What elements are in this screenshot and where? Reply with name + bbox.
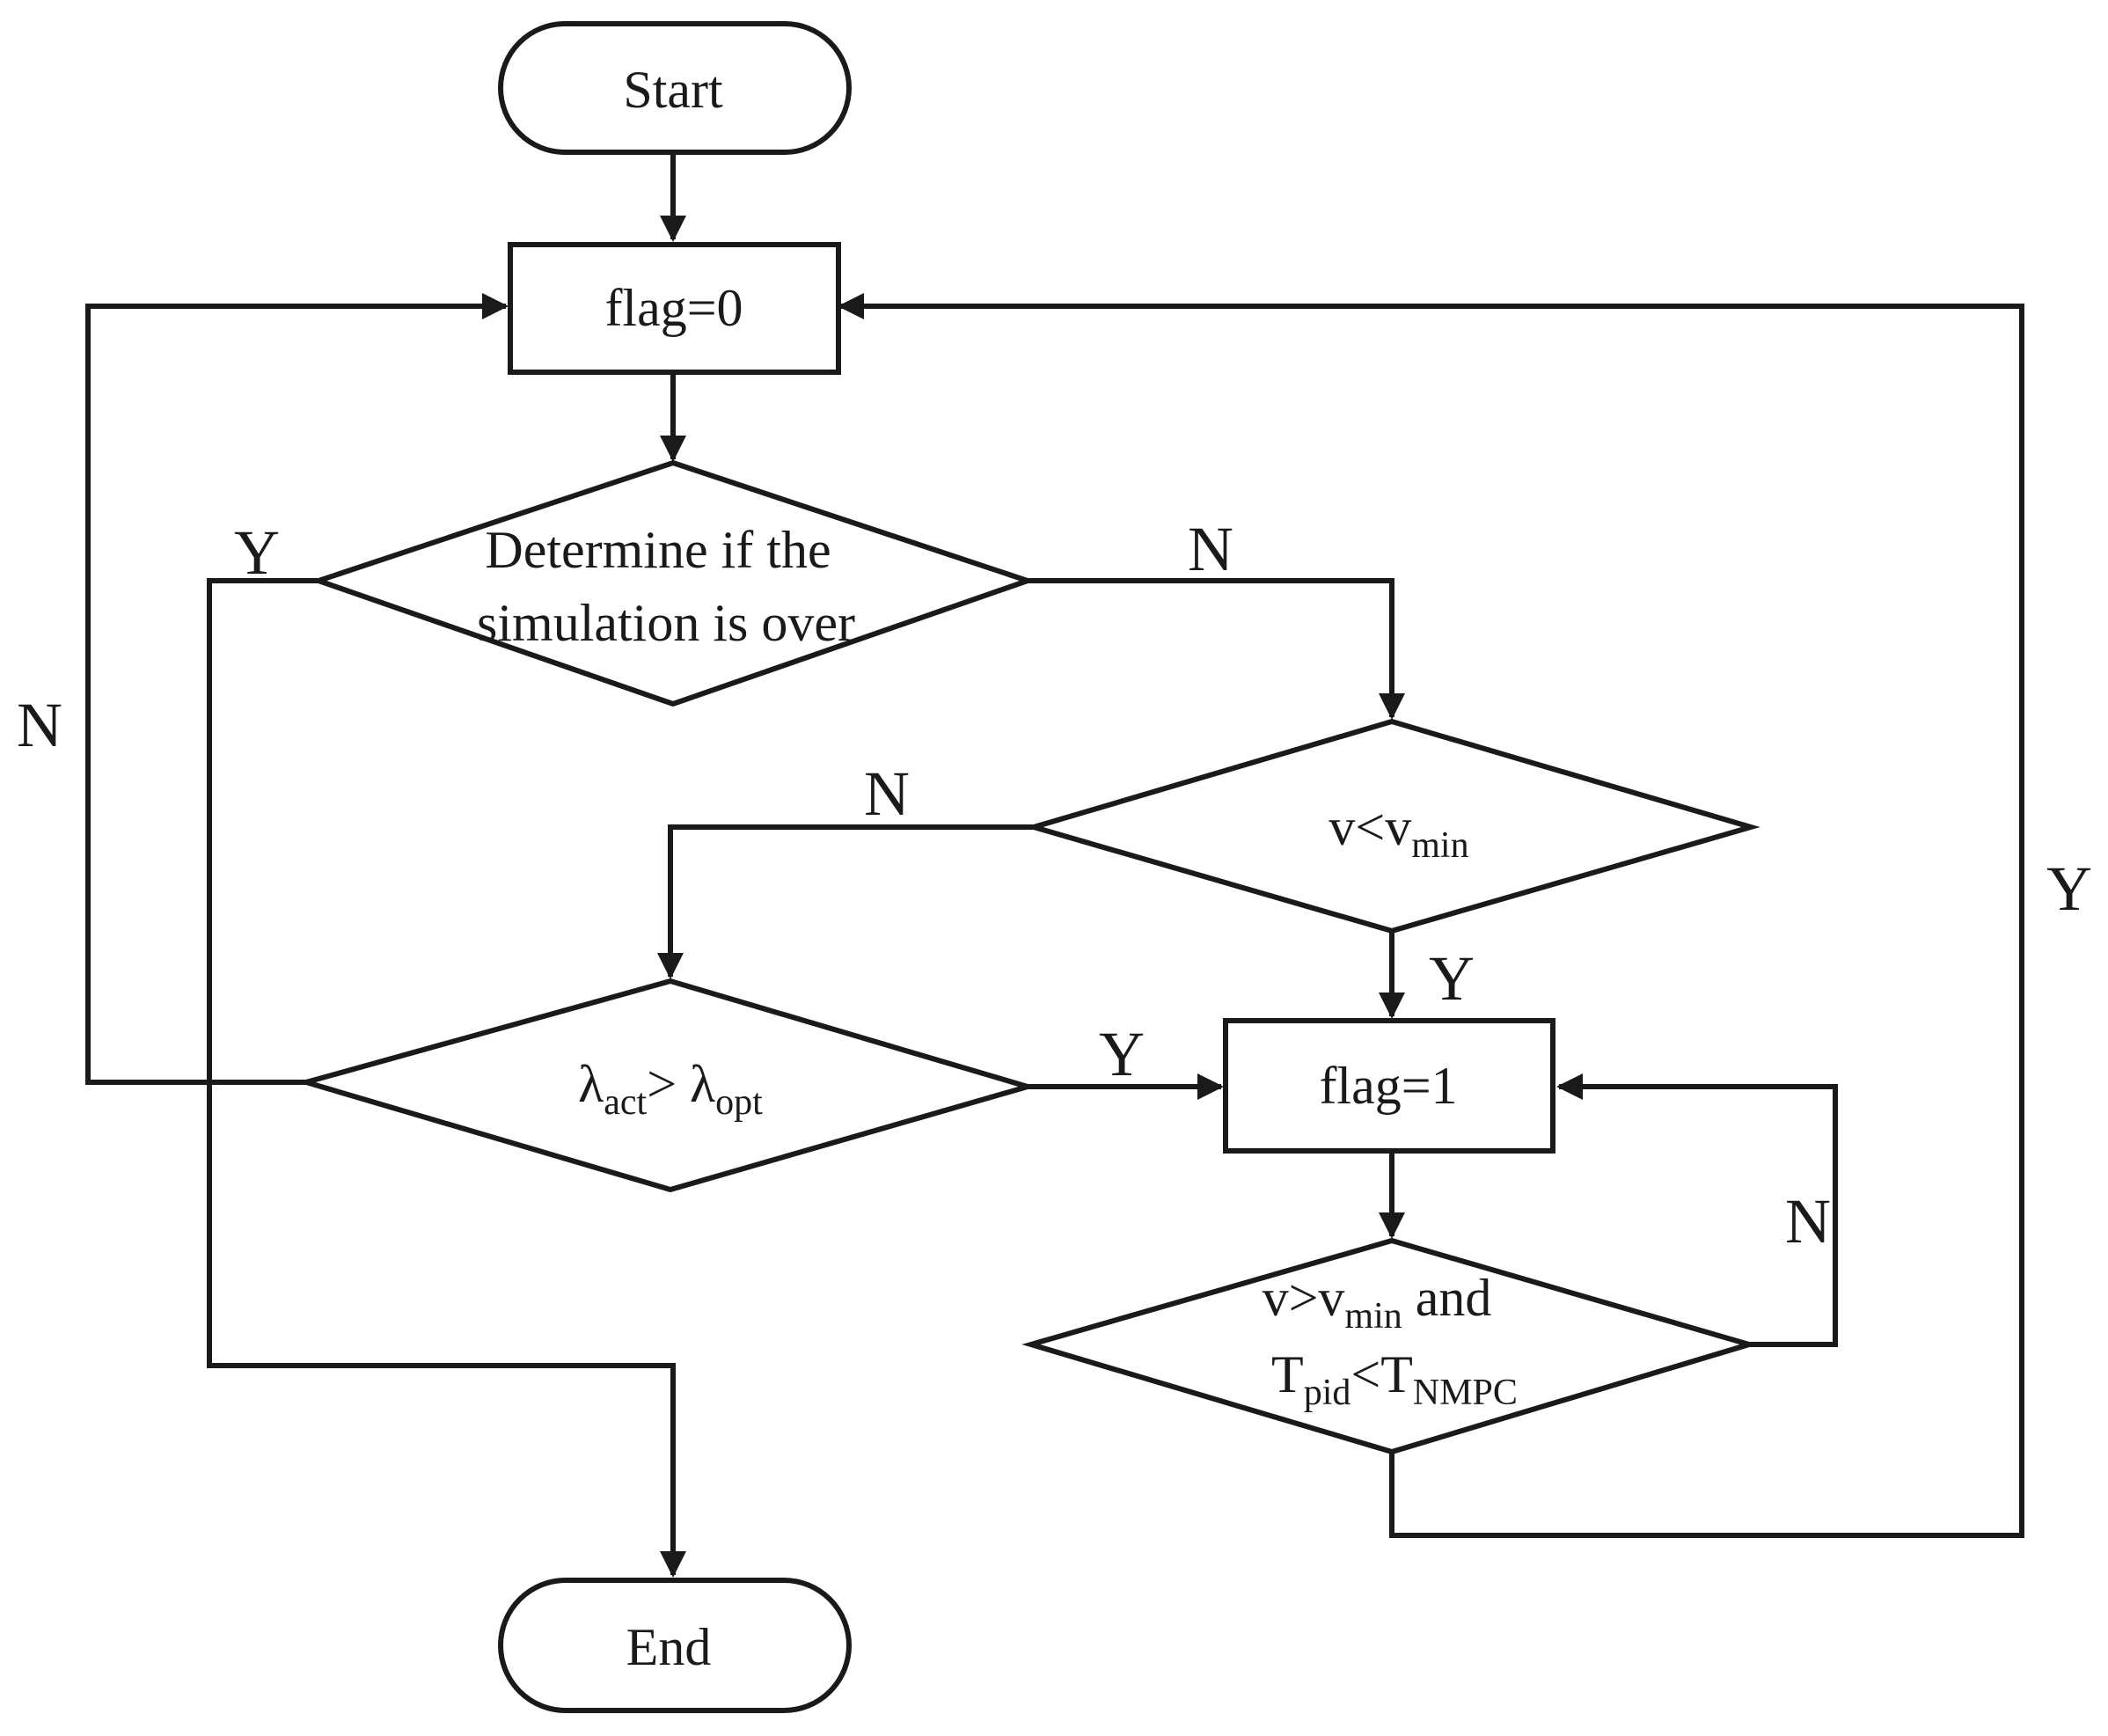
node-v-lt-vmin: v<vmin bbox=[1024, 718, 1760, 934]
label-exit-yes: Y bbox=[2046, 853, 2092, 924]
v-lt-vmin-label: v<vmin bbox=[1328, 798, 1468, 866]
label-sim-over-yes: Y bbox=[234, 517, 280, 588]
flag0-label: flag=0 bbox=[604, 279, 743, 337]
flag0-process bbox=[508, 242, 841, 375]
edge-sim-over-yes-to-end bbox=[207, 578, 686, 1578]
connectors bbox=[85, 154, 2024, 1578]
node-start: Start bbox=[498, 21, 852, 155]
exit-lt-t: <T bbox=[1350, 1345, 1413, 1403]
v-lt-vmin-decision bbox=[1024, 718, 1760, 934]
exit-condition-line2: Tpid<TNMPC bbox=[1271, 1345, 1518, 1413]
exit-condition-decision bbox=[1021, 1237, 1759, 1455]
exit-t-pid-main: T bbox=[1271, 1345, 1304, 1403]
label-v-check-no: N bbox=[864, 758, 910, 829]
label-v-check-yes: Y bbox=[1429, 943, 1475, 1014]
lambda-act-sub: act bbox=[604, 1082, 647, 1123]
start-terminal bbox=[498, 21, 852, 155]
edge-v-check-no-to-lambda bbox=[657, 824, 1034, 979]
edge-lambda-no-to-flag0 bbox=[85, 293, 509, 1085]
node-simulation-over: Determine if the simulation is over bbox=[310, 459, 1036, 707]
label-lambda-no: N bbox=[17, 690, 62, 760]
node-flag0: flag=0 bbox=[508, 242, 841, 375]
edge-exit-check-yes-to-flag0 bbox=[838, 293, 2024, 1538]
end-terminal bbox=[498, 1578, 852, 1713]
lambda-opt-sub: opt bbox=[715, 1082, 763, 1123]
end-label: End bbox=[626, 1618, 712, 1676]
node-end: End bbox=[498, 1578, 852, 1713]
edge-labels: Y N N Y N Y N Y bbox=[17, 514, 2092, 1256]
node-lambda-compare: λact> λopt bbox=[296, 978, 1037, 1193]
edge-sim-over-no-to-v-check bbox=[1028, 578, 1405, 720]
exit-t-pid-sub: pid bbox=[1304, 1373, 1351, 1413]
lambda-compare-label: λact> λopt bbox=[578, 1055, 763, 1123]
label-lambda-yes: Y bbox=[1099, 1019, 1145, 1089]
node-exit-condition: v>vmin and Tpid<TNMPC bbox=[1021, 1237, 1759, 1455]
simulation-over-decision bbox=[310, 459, 1036, 707]
exit-t-nmpc-sub: NMPC bbox=[1413, 1373, 1518, 1413]
node-flag1: flag=1 bbox=[1223, 1018, 1555, 1154]
lambda-operator: > λ bbox=[647, 1055, 715, 1113]
flag1-label: flag=1 bbox=[1319, 1057, 1457, 1115]
v-lt-vmin-main: v<v bbox=[1328, 798, 1411, 856]
exit-v-main: v>v bbox=[1263, 1269, 1345, 1327]
exit-v-sub: min bbox=[1344, 1296, 1402, 1337]
label-sim-over-no: N bbox=[1188, 514, 1233, 584]
start-label: Start bbox=[623, 61, 723, 119]
exit-and: and bbox=[1402, 1269, 1492, 1327]
label-exit-no: N bbox=[1785, 1186, 1831, 1256]
exit-condition-line1: v>vmin and bbox=[1263, 1269, 1492, 1337]
simulation-over-line2: simulation is over bbox=[477, 594, 855, 652]
v-lt-vmin-sub: min bbox=[1411, 825, 1468, 866]
lambda-act-symbol: λ bbox=[578, 1055, 604, 1113]
lambda-compare-decision bbox=[296, 978, 1037, 1193]
simulation-over-line1: Determine if the bbox=[485, 521, 831, 579]
edge-exit-check-no-to-flag1 bbox=[1556, 1073, 1838, 1347]
flag1-process bbox=[1223, 1018, 1555, 1154]
